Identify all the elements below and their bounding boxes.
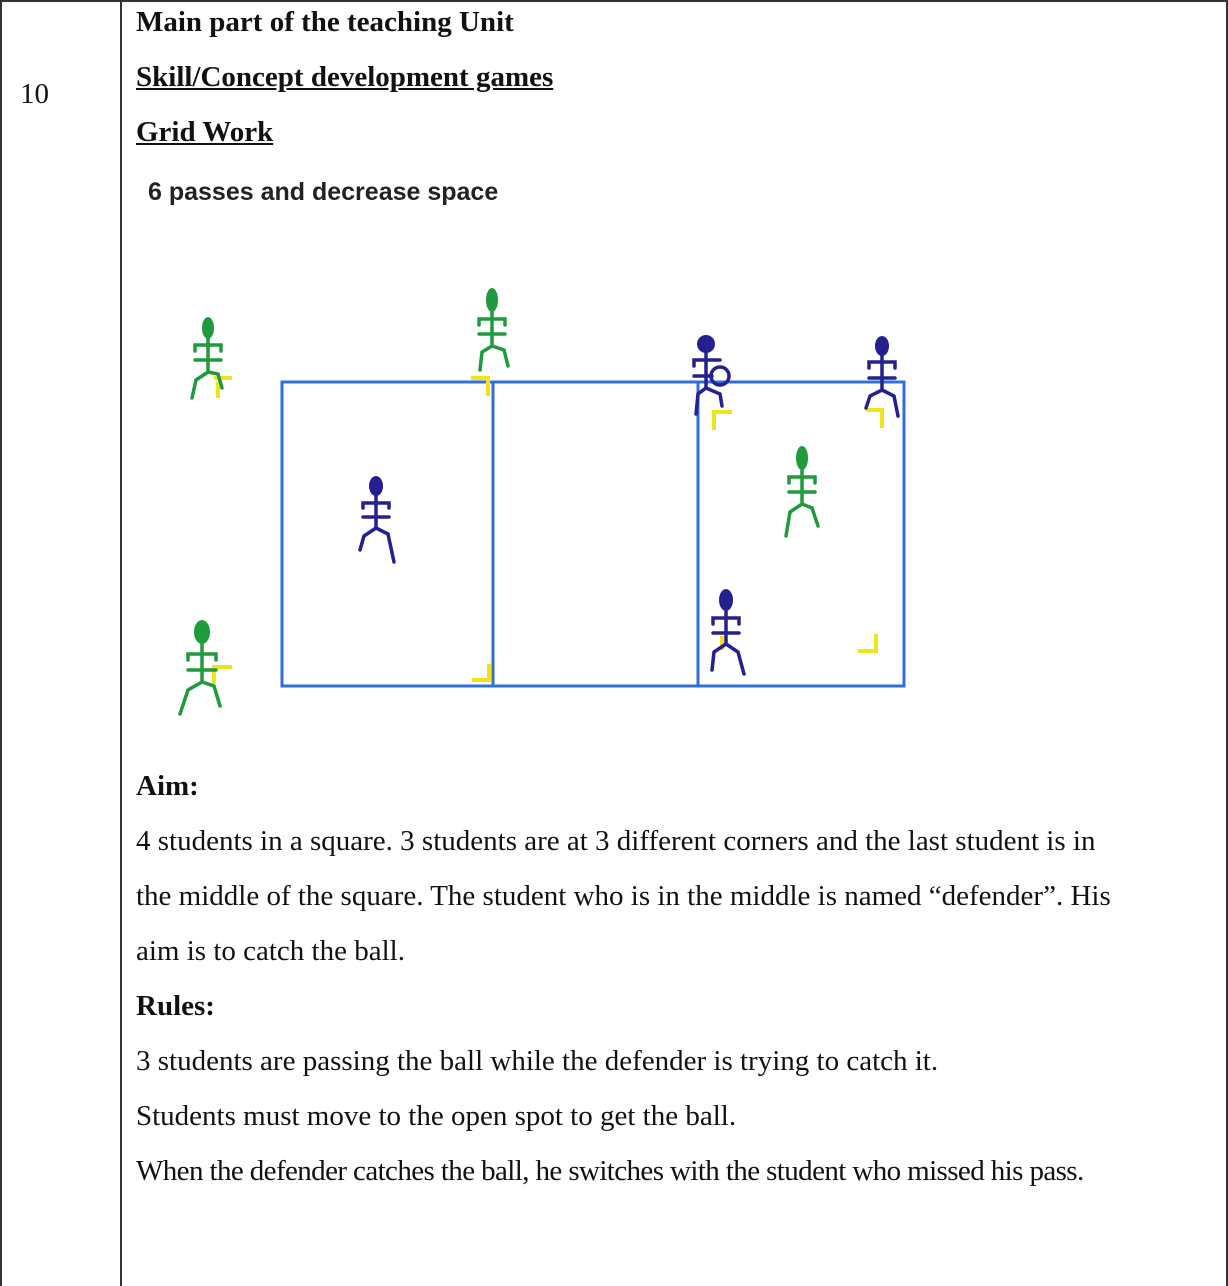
rule-line: 3 students are passing the ball while th…	[136, 1045, 938, 1078]
grid-diagram	[0, 0, 1228, 760]
rule-line: When the defender catches the ball, he s…	[136, 1155, 1084, 1188]
aim-line: aim is to catch the ball.	[136, 935, 405, 968]
attacker-figure	[479, 288, 508, 370]
grid-square-right	[698, 382, 904, 686]
defender-figure	[866, 336, 898, 416]
grid-squares	[282, 382, 904, 686]
defender-figure	[360, 476, 394, 562]
attackers	[180, 288, 818, 714]
corner-marker	[472, 664, 489, 680]
corner-marker	[714, 412, 732, 430]
aim-heading: Aim:	[136, 770, 199, 803]
rules-heading: Rules:	[136, 990, 215, 1023]
defender-figure	[712, 589, 744, 674]
rule-line: Students must move to the open spot to g…	[136, 1100, 736, 1133]
grid-square-middle	[493, 382, 698, 686]
aim-line: 4 students in a square. 3 students are a…	[136, 825, 1095, 858]
aim-line: the middle of the square. The student wh…	[136, 880, 1111, 913]
defenders	[360, 335, 898, 674]
corner-marker	[858, 634, 876, 651]
attacker-figure	[786, 446, 818, 536]
corner-marker	[866, 410, 882, 428]
corner-markers	[214, 378, 882, 684]
